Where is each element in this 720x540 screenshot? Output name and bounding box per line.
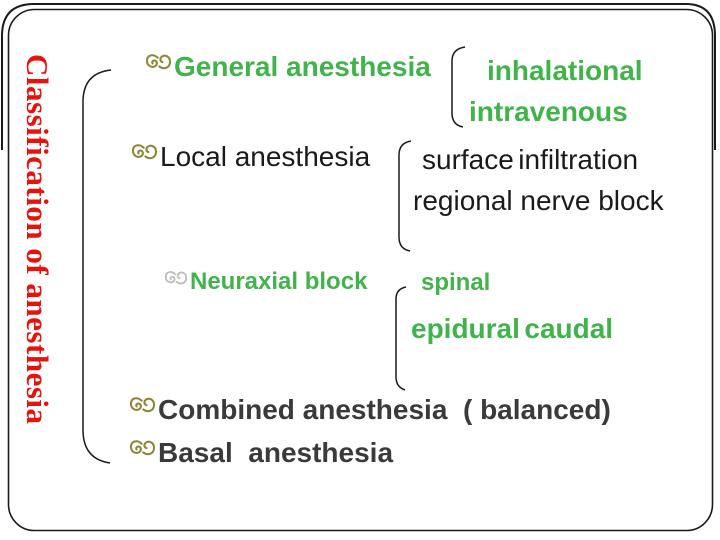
item-combined-label: Combined anesthesia ( balanced) [158, 394, 611, 425]
subitem-caudal: caudal [524, 313, 614, 344]
swash-bullet-icon [164, 269, 188, 288]
swash-bullet-icon [129, 395, 156, 416]
general-subitems: inhalational intravenous [469, 50, 720, 132]
subitem-spinal: spinal [421, 269, 491, 296]
item-basal: Basal anesthesia [129, 438, 393, 468]
general-bracket [451, 46, 466, 128]
item-neuraxial-label: Neuraxial block [190, 268, 368, 295]
subitem-regional-nerve-block: regional nerve block [413, 185, 664, 216]
item-basal-label: Basal anesthesia [158, 437, 394, 468]
swash-bullet-icon [145, 52, 172, 73]
neuraxial-subitems: epidural caudal [411, 306, 613, 352]
subitem-inhalational: inhalational [487, 55, 643, 86]
item-combined: Combined anesthesia ( balanced) [129, 395, 611, 425]
item-neuraxial: Neuraxial block [164, 269, 367, 295]
list-bracket [82, 69, 112, 464]
item-general-label: General anesthesia [174, 51, 431, 82]
subitem-surface: surface [422, 144, 514, 175]
swash-bullet-icon [129, 438, 156, 459]
item-local-label: Local anesthesia [160, 141, 371, 172]
local-subitems: surface infiltration regional nerve bloc… [413, 139, 720, 221]
swash-bullet-icon [131, 142, 158, 163]
neuraxial-bracket [395, 286, 407, 391]
subitem-epidural: epidural [411, 313, 520, 344]
item-local: Local anesthesia [131, 142, 370, 172]
subitem-intravenous: intravenous [469, 96, 628, 127]
slide-title: Classification of anesthesia [20, 54, 55, 425]
subitem-infiltration: infiltration [518, 144, 639, 175]
local-bracket [398, 140, 412, 252]
item-general: General anesthesia [145, 52, 431, 82]
